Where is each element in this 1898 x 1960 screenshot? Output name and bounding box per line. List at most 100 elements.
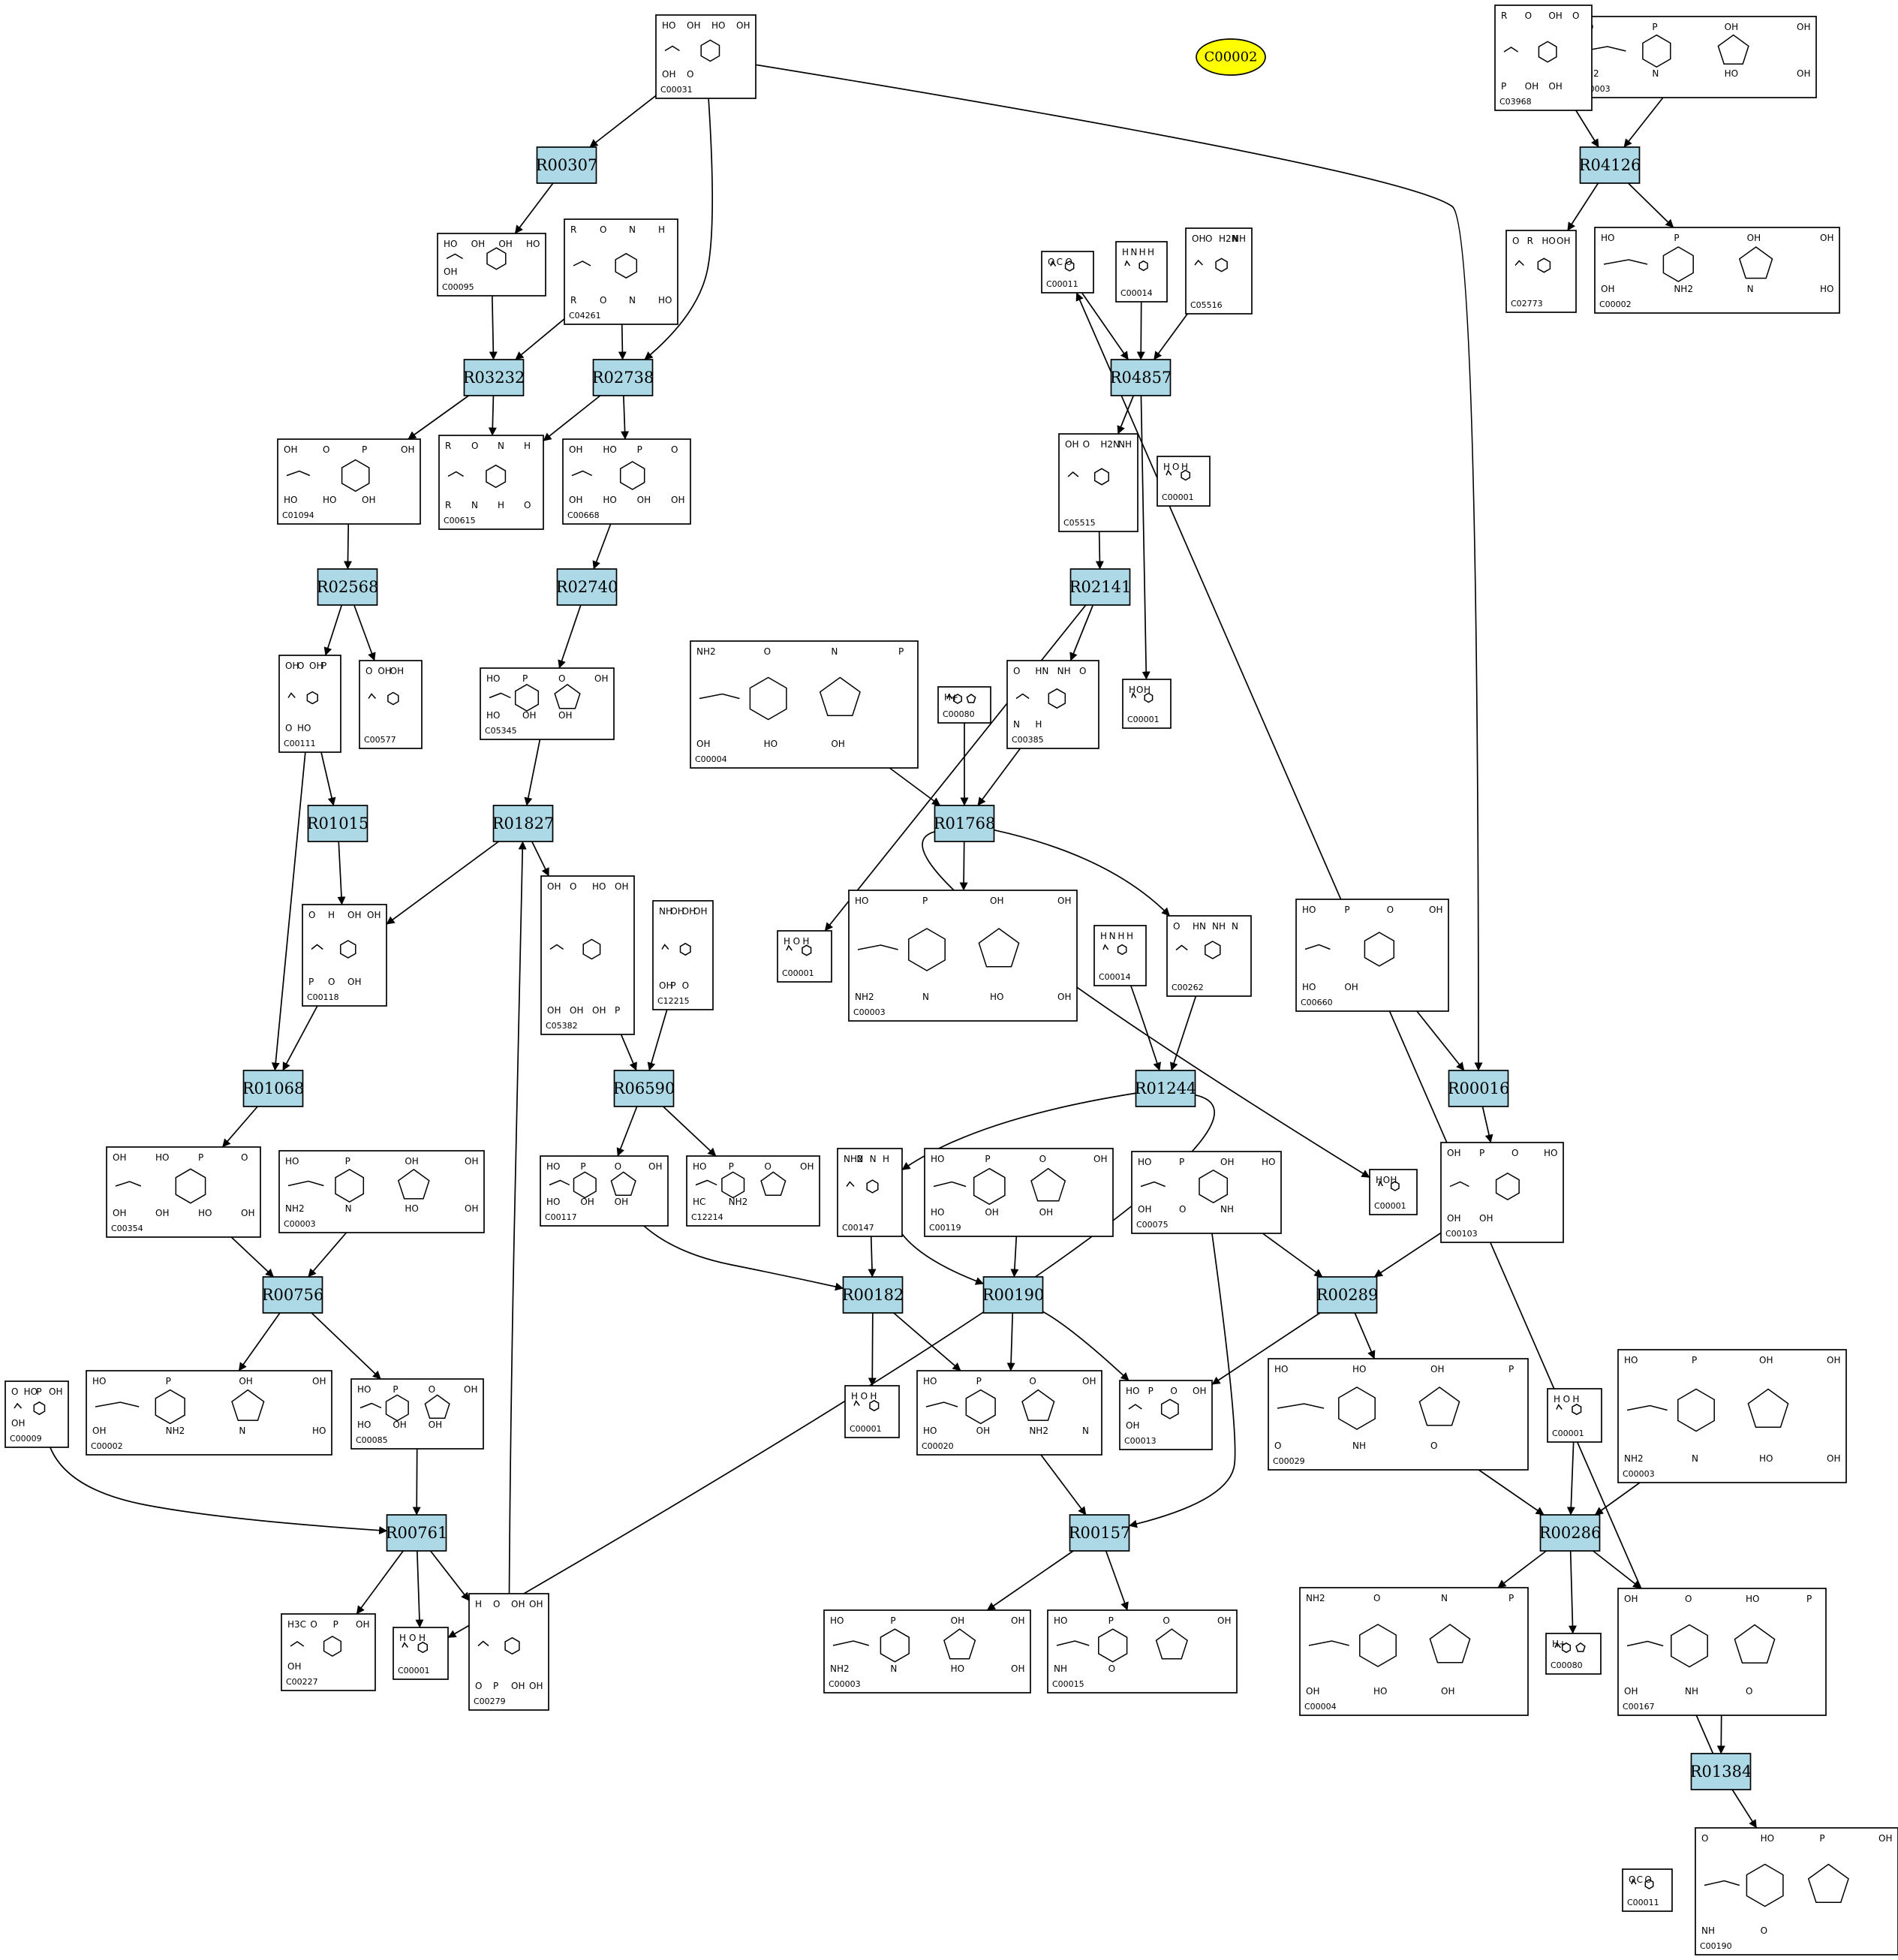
compound-box[interactable] xyxy=(1185,227,1253,315)
compound-box[interactable] xyxy=(1594,227,1840,314)
compound-box[interactable] xyxy=(278,655,341,753)
compound-box[interactable] xyxy=(1115,241,1168,303)
compound-box[interactable] xyxy=(916,1370,1102,1456)
compound-box[interactable] xyxy=(393,1627,449,1680)
compound-box[interactable] xyxy=(655,14,756,99)
reaction-node[interactable]: R01768 xyxy=(934,805,996,842)
compound-box[interactable] xyxy=(1573,16,1817,98)
reaction-node[interactable]: R04857 xyxy=(1110,359,1172,396)
reaction-node[interactable]: R02568 xyxy=(317,568,379,606)
highlight-ellipse[interactable] xyxy=(1196,38,1266,76)
compound-box[interactable] xyxy=(437,233,546,297)
reaction-node[interactable]: R00286 xyxy=(1539,1514,1602,1552)
reaction-node[interactable]: R01827 xyxy=(492,805,555,842)
compound-box[interactable] xyxy=(540,1155,669,1227)
reaction-box[interactable] xyxy=(242,1070,304,1107)
compound-box[interactable] xyxy=(777,930,832,983)
compound-box[interactable] xyxy=(937,686,991,724)
reaction-node[interactable]: R01384 xyxy=(1690,1753,1752,1790)
compound-box[interactable] xyxy=(1547,1388,1602,1443)
reaction-node[interactable]: R01015 xyxy=(307,805,369,842)
reaction-node[interactable]: R04126 xyxy=(1579,146,1641,184)
reaction-box[interactable] xyxy=(536,146,597,184)
reaction-box[interactable] xyxy=(613,1070,675,1107)
compound-box[interactable] xyxy=(1440,1142,1564,1243)
reaction-box[interactable] xyxy=(1579,146,1641,184)
compound-box[interactable] xyxy=(106,1146,261,1238)
compound-box[interactable] xyxy=(1122,679,1172,729)
reaction-box[interactable] xyxy=(982,1276,1044,1314)
reaction-box[interactable] xyxy=(386,1514,447,1552)
reaction-box[interactable] xyxy=(592,359,654,396)
compound-box[interactable] xyxy=(1119,1380,1213,1450)
compound-box[interactable] xyxy=(1268,1358,1529,1471)
compound-box[interactable] xyxy=(1545,1633,1602,1675)
compound-box[interactable] xyxy=(924,1148,1114,1237)
compound-box[interactable] xyxy=(1494,5,1593,111)
reaction-box[interactable] xyxy=(842,1276,904,1314)
compound-box[interactable] xyxy=(652,900,714,1010)
reaction-node[interactable]: R02738 xyxy=(592,359,654,396)
compound-box[interactable] xyxy=(823,1609,1031,1694)
reaction-node[interactable]: R01068 xyxy=(242,1070,305,1107)
compound-box[interactable] xyxy=(1295,899,1449,1012)
compound-box[interactable] xyxy=(844,1385,900,1438)
reaction-node[interactable]: R03232 xyxy=(463,359,525,396)
compound-box[interactable] xyxy=(359,660,423,749)
reaction-box[interactable] xyxy=(317,568,378,606)
reaction-node[interactable]: R00016 xyxy=(1448,1070,1510,1107)
reaction-node[interactable]: R00761 xyxy=(386,1514,448,1552)
compound-box[interactable] xyxy=(837,1148,903,1237)
reaction-node[interactable]: R00157 xyxy=(1069,1514,1131,1552)
compound-box[interactable] xyxy=(1093,925,1147,986)
reaction-box[interactable] xyxy=(1135,1070,1196,1107)
compound-box[interactable] xyxy=(438,435,544,530)
reaction-box[interactable] xyxy=(1690,1753,1752,1790)
reaction-box[interactable] xyxy=(934,805,995,842)
reaction-node[interactable]: R00307 xyxy=(536,146,598,184)
compound-box[interactable] xyxy=(1299,1587,1529,1716)
compound-box[interactable] xyxy=(350,1378,484,1450)
reaction-box[interactable] xyxy=(1539,1514,1601,1552)
compound-box[interactable] xyxy=(562,438,691,525)
